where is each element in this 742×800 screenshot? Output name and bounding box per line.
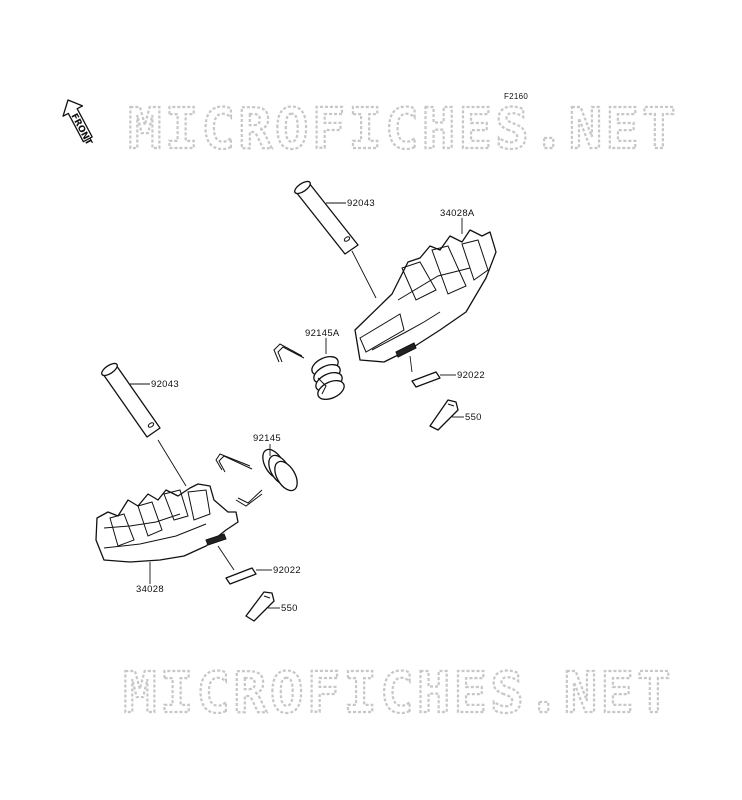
label-pin-right: 92043	[347, 198, 375, 209]
footpeg-left[interactable]	[95, 483, 239, 571]
washer-left[interactable]	[225, 567, 257, 585]
pin-right[interactable]	[293, 179, 377, 299]
label-washer-left: 92022	[273, 565, 301, 576]
label-cotter-left: 550	[281, 603, 298, 614]
label-pin-left: 92043	[151, 379, 179, 390]
watermark-top: MICROFICHES.NET	[128, 97, 679, 162]
pin-left[interactable]	[100, 361, 187, 487]
diagram-code: F2160	[504, 92, 528, 101]
label-footpeg-right: 34028A	[440, 208, 475, 219]
cotter-pin-right[interactable]	[429, 399, 459, 431]
label-cotter-right: 550	[465, 412, 482, 423]
watermark-bottom: MICROFICHES.NET	[123, 661, 674, 726]
spring-left[interactable]	[215, 446, 302, 507]
label-spring-left: 92145	[253, 433, 281, 444]
label-spring-right: 92145A	[305, 328, 340, 339]
label-footpeg-left: 34028	[136, 584, 164, 595]
washer-right[interactable]	[411, 371, 441, 388]
cotter-pin-left[interactable]	[245, 591, 275, 622]
front-badge-label: FRONT	[68, 112, 93, 148]
front-arrow-icon: FRONT	[62, 99, 94, 148]
spring-right[interactable]	[273, 343, 347, 403]
label-washer-right: 92022	[457, 370, 485, 381]
footpeg-right[interactable]	[354, 229, 497, 373]
